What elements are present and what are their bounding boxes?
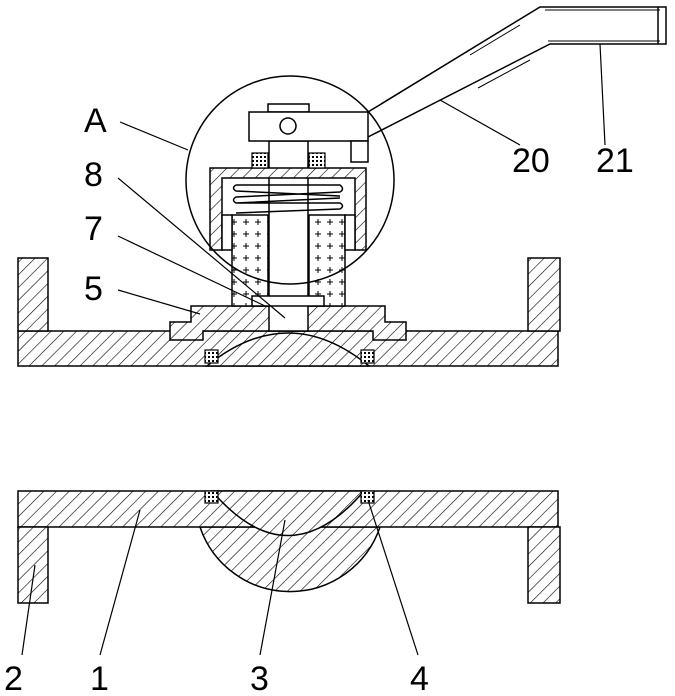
seal-ring	[205, 491, 218, 503]
stem-seal	[309, 153, 325, 168]
label-7: 7	[84, 210, 103, 248]
lock-block	[351, 141, 368, 162]
label-20: 20	[512, 142, 550, 180]
label-4: 4	[410, 660, 429, 696]
label-1: 1	[90, 660, 109, 696]
housing-guide-right	[345, 215, 355, 250]
housing-guide-left	[222, 215, 232, 250]
label-21: 21	[596, 142, 634, 180]
stem-top	[268, 104, 309, 112]
left-flange-bottom	[18, 527, 48, 603]
handle-head	[249, 112, 368, 141]
stem-seal	[252, 153, 268, 168]
right-flange-bottom	[528, 527, 560, 603]
label-a: A	[84, 102, 107, 140]
label-8: 8	[84, 156, 103, 194]
label-3: 3	[250, 660, 269, 696]
left-flange-top	[18, 258, 48, 331]
pin-hole	[280, 118, 296, 134]
seal-ring	[361, 491, 374, 503]
ball-lower	[200, 527, 380, 592]
handle-grip-hatch	[470, 10, 660, 88]
label-5: 5	[84, 270, 103, 308]
label-2: 2	[4, 660, 23, 696]
seal-ring	[361, 350, 374, 363]
right-flange-top	[528, 258, 560, 331]
porous-block-right	[309, 215, 345, 306]
seal-ring	[205, 350, 218, 363]
